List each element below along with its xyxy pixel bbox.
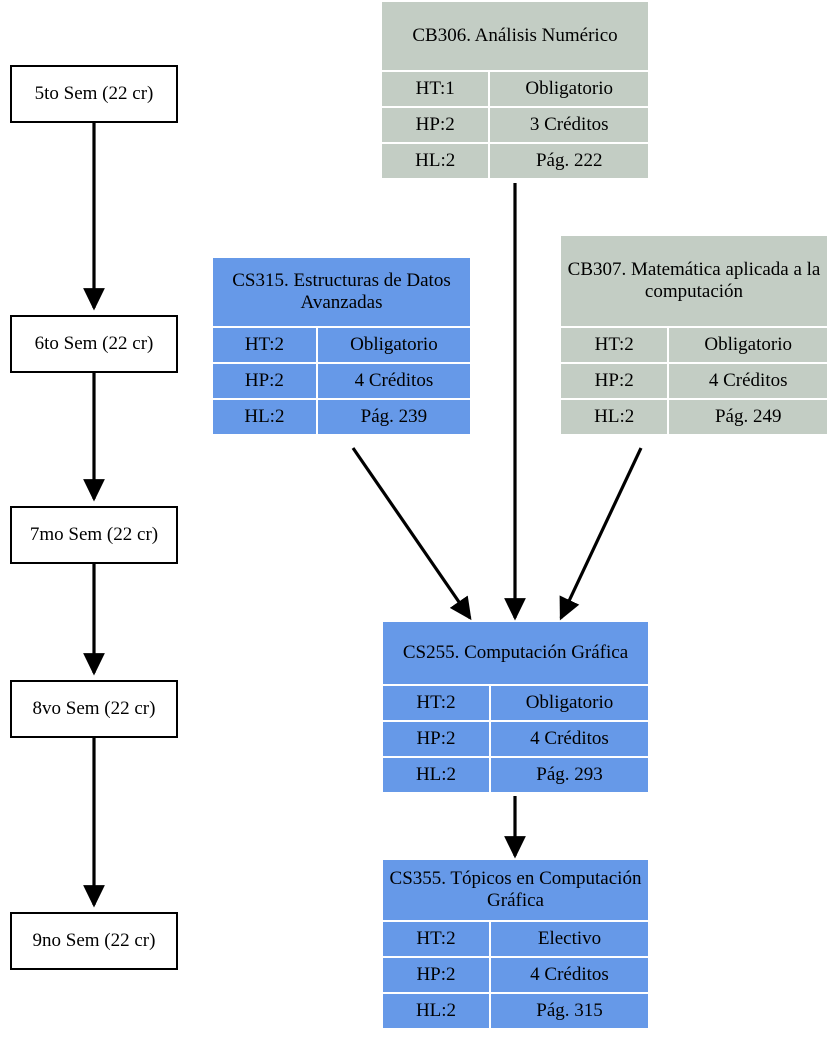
semester-label: 9no Sem (22 cr) xyxy=(32,930,156,952)
course-card-cs255[interactable]: CS255. Computación Gráfica HT:2 Obligato… xyxy=(383,622,648,792)
course-ht: HT:2 xyxy=(561,328,668,362)
course-row-ht: HT:2 Electivo xyxy=(383,922,648,956)
course-pagina: Pág. 293 xyxy=(491,758,648,792)
course-title: CB307. Matemática aplicada a la computac… xyxy=(561,236,827,326)
course-title: CS315. Estructuras de Datos Avanzadas xyxy=(213,258,470,326)
semester-box-sem8[interactable]: 8vo Sem (22 cr) xyxy=(10,680,178,738)
course-creditos: 4 Créditos xyxy=(491,722,648,756)
course-title: CS255. Computación Gráfica xyxy=(383,622,648,684)
course-pagina: Pág. 222 xyxy=(490,144,648,178)
course-row-hp: HP:2 3 Créditos xyxy=(382,108,648,142)
course-ht: HT:2 xyxy=(213,328,316,362)
course-ht: HT:2 xyxy=(383,922,489,956)
course-creditos: 4 Créditos xyxy=(669,364,827,398)
course-creditos: 3 Créditos xyxy=(490,108,648,142)
course-title: CS355. Tópicos en Computación Gráfica xyxy=(383,860,648,920)
course-hl: HL:2 xyxy=(382,144,489,178)
course-row-hp: HP:2 4 Créditos xyxy=(561,364,827,398)
course-tipo: Electivo xyxy=(491,922,648,956)
course-ht: HT:1 xyxy=(382,72,489,106)
semester-box-sem5[interactable]: 5to Sem (22 cr) xyxy=(10,65,178,123)
course-title: CB306. Análisis Numérico xyxy=(382,2,648,70)
course-tipo: Obligatorio xyxy=(317,328,470,362)
semester-label: 8vo Sem (22 cr) xyxy=(32,698,156,720)
course-row-ht: HT:2 Obligatorio xyxy=(383,686,648,720)
semester-label: 7mo Sem (22 cr) xyxy=(29,524,159,546)
course-hp: HP:2 xyxy=(383,958,489,992)
course-hp: HP:2 xyxy=(382,108,489,142)
course-pagina: Pág. 249 xyxy=(669,400,827,434)
course-creditos: 4 Créditos xyxy=(317,364,470,398)
course-card-cs315[interactable]: CS315. Estructuras de Datos Avanzadas HT… xyxy=(213,258,470,434)
course-hp: HP:2 xyxy=(383,722,489,756)
course-row-ht: HT:1 Obligatorio xyxy=(382,72,648,106)
course-row-hl: HL:2 Pág. 239 xyxy=(213,400,470,434)
course-hl: HL:2 xyxy=(213,400,316,434)
edge-cb307-cs255 xyxy=(559,447,643,621)
semester-label: 5to Sem (22 cr) xyxy=(34,83,154,105)
course-row-hp: HP:2 4 Créditos xyxy=(213,364,470,398)
course-row-hl: HL:2 Pág. 293 xyxy=(383,758,648,792)
course-row-hp: HP:2 4 Créditos xyxy=(383,958,648,992)
course-hl: HL:2 xyxy=(561,400,668,434)
course-tipo: Obligatorio xyxy=(491,686,648,720)
course-card-cs355[interactable]: CS355. Tópicos en Computación Gráfica HT… xyxy=(383,860,648,1028)
course-row-ht: HT:2 Obligatorio xyxy=(213,328,470,362)
course-ht: HT:2 xyxy=(383,686,489,720)
course-card-cb306[interactable]: CB306. Análisis Numérico HT:1 Obligatori… xyxy=(382,2,648,178)
course-creditos: 4 Créditos xyxy=(491,958,648,992)
course-tipo: Obligatorio xyxy=(490,72,648,106)
course-hl: HL:2 xyxy=(383,758,489,792)
semester-box-sem6[interactable]: 6to Sem (22 cr) xyxy=(10,315,178,373)
edge-cs315-cs255 xyxy=(351,447,472,621)
course-hp: HP:2 xyxy=(561,364,668,398)
course-row-hp: HP:2 4 Créditos xyxy=(383,722,648,756)
semester-box-sem9[interactable]: 9no Sem (22 cr) xyxy=(10,912,178,970)
semester-label: 6to Sem (22 cr) xyxy=(34,333,154,355)
semester-box-sem7[interactable]: 7mo Sem (22 cr) xyxy=(10,506,178,564)
course-card-cb307[interactable]: CB307. Matemática aplicada a la computac… xyxy=(561,236,827,434)
course-tipo: Obligatorio xyxy=(669,328,827,362)
course-hp: HP:2 xyxy=(213,364,316,398)
course-row-ht: HT:2 Obligatorio xyxy=(561,328,827,362)
course-pagina: Pág. 315 xyxy=(491,994,648,1028)
course-pagina: Pág. 239 xyxy=(317,400,470,434)
course-row-hl: HL:2 Pág. 222 xyxy=(382,144,648,178)
course-row-hl: HL:2 Pág. 249 xyxy=(561,400,827,434)
course-row-hl: HL:2 Pág. 315 xyxy=(383,994,648,1028)
course-hl: HL:2 xyxy=(383,994,489,1028)
